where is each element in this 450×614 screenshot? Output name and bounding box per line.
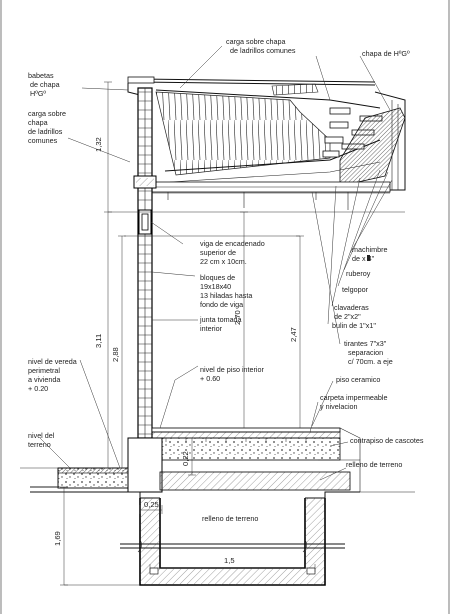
label-chapa-hg: chapa de HºGº bbox=[362, 49, 410, 58]
dim-1-5: 1,5 bbox=[224, 556, 235, 565]
label-ruberoy: ruberoy bbox=[346, 269, 371, 278]
dim-1-69: 1,69 bbox=[53, 531, 62, 546]
roof-assembly bbox=[127, 76, 406, 210]
label-relleno-right: relleno de terreno bbox=[346, 460, 402, 469]
dimension-lines bbox=[20, 81, 316, 586]
label-nivel-piso: nivel de piso interior+ 0.60 bbox=[200, 365, 265, 383]
dim-1-32: 1,32 bbox=[94, 137, 103, 152]
floor-foundation bbox=[30, 427, 415, 586]
dim-0-25: 0,25 bbox=[144, 500, 159, 509]
dimension-texts: 1,32 3,11 2,88 2,70 2,47 0,22 0,25 1,69 … bbox=[53, 137, 298, 565]
dim-2-70: 2,70 bbox=[233, 310, 242, 325]
label-relleno-bottom: relleno de terreno bbox=[202, 514, 258, 523]
dim-3-11: 3,11 bbox=[94, 334, 103, 348]
label-telgopor: telgopor bbox=[342, 285, 369, 294]
label-piso-ceramico: piso ceramico bbox=[336, 375, 380, 384]
dim-0-22: 0,22 bbox=[181, 451, 190, 466]
annotation-leaders bbox=[39, 45, 393, 481]
dim-2-88: 2,88 bbox=[111, 347, 120, 362]
label-bulin: bulin de 1"x1" bbox=[332, 321, 376, 330]
dim-2-47: 2,47 bbox=[289, 327, 298, 342]
label-contrapiso: contrapiso de cascotes bbox=[350, 436, 424, 445]
block-wall bbox=[133, 87, 157, 439]
machimbre-size-mark bbox=[367, 255, 370, 261]
